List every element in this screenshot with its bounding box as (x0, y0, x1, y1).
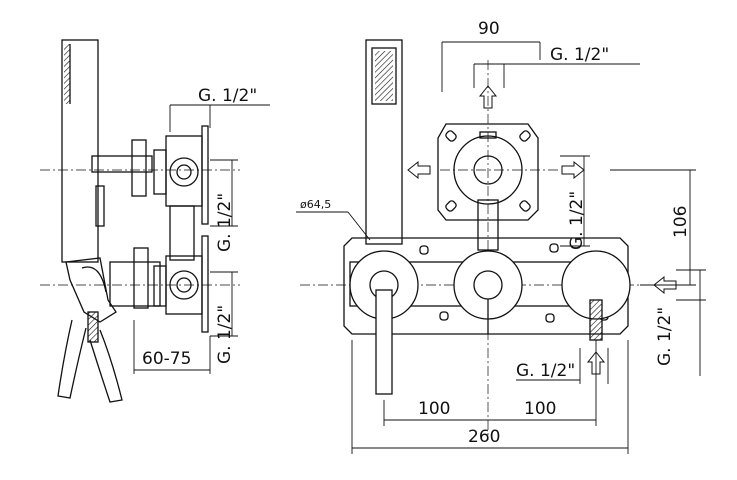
front-diameter-label: ø64,5 (300, 198, 331, 211)
flow-arrows (407, 85, 677, 375)
front-dimensions (296, 41, 706, 454)
side-hose (57, 319, 123, 403)
front-mounting-plate-top (437, 123, 539, 221)
side-hose-holder (65, 257, 117, 343)
side-lever-top (91, 139, 153, 227)
side-dimensions (133, 104, 270, 374)
front-top-dim-label: 90 (478, 19, 500, 39)
front-thread-top-label: G. 1/2" (550, 45, 609, 65)
side-thread-upper-label: G. 1/2" (215, 193, 235, 252)
front-valve-left (349, 250, 419, 395)
front-dim-106-label: 106 (671, 206, 691, 238)
side-hand-shower (61, 39, 99, 263)
front-view (296, 39, 706, 454)
front-thread-bottom-label: G. 1/2" (516, 361, 575, 381)
front-hand-shower (365, 39, 403, 245)
side-thread-top-label: G. 1/2" (198, 86, 257, 106)
front-thread-right-label: G. 1/2" (567, 191, 587, 250)
front-dim-100-left-label: 100 (418, 399, 450, 419)
front-valve-center (453, 250, 523, 334)
side-valve-body (153, 125, 209, 333)
front-connecting-pipe (477, 199, 499, 251)
side-thread-lower-label: G. 1/2" (215, 305, 235, 364)
front-dim-260-label: 260 (468, 427, 500, 447)
front-dim-100-right-label: 100 (524, 399, 556, 419)
front-thread-far-right-label: G. 1/2" (655, 307, 675, 366)
side-lever-bottom (109, 247, 161, 309)
front-valve-right (561, 250, 631, 341)
side-view (40, 39, 270, 403)
side-depth-label: 60-75 (142, 349, 191, 369)
